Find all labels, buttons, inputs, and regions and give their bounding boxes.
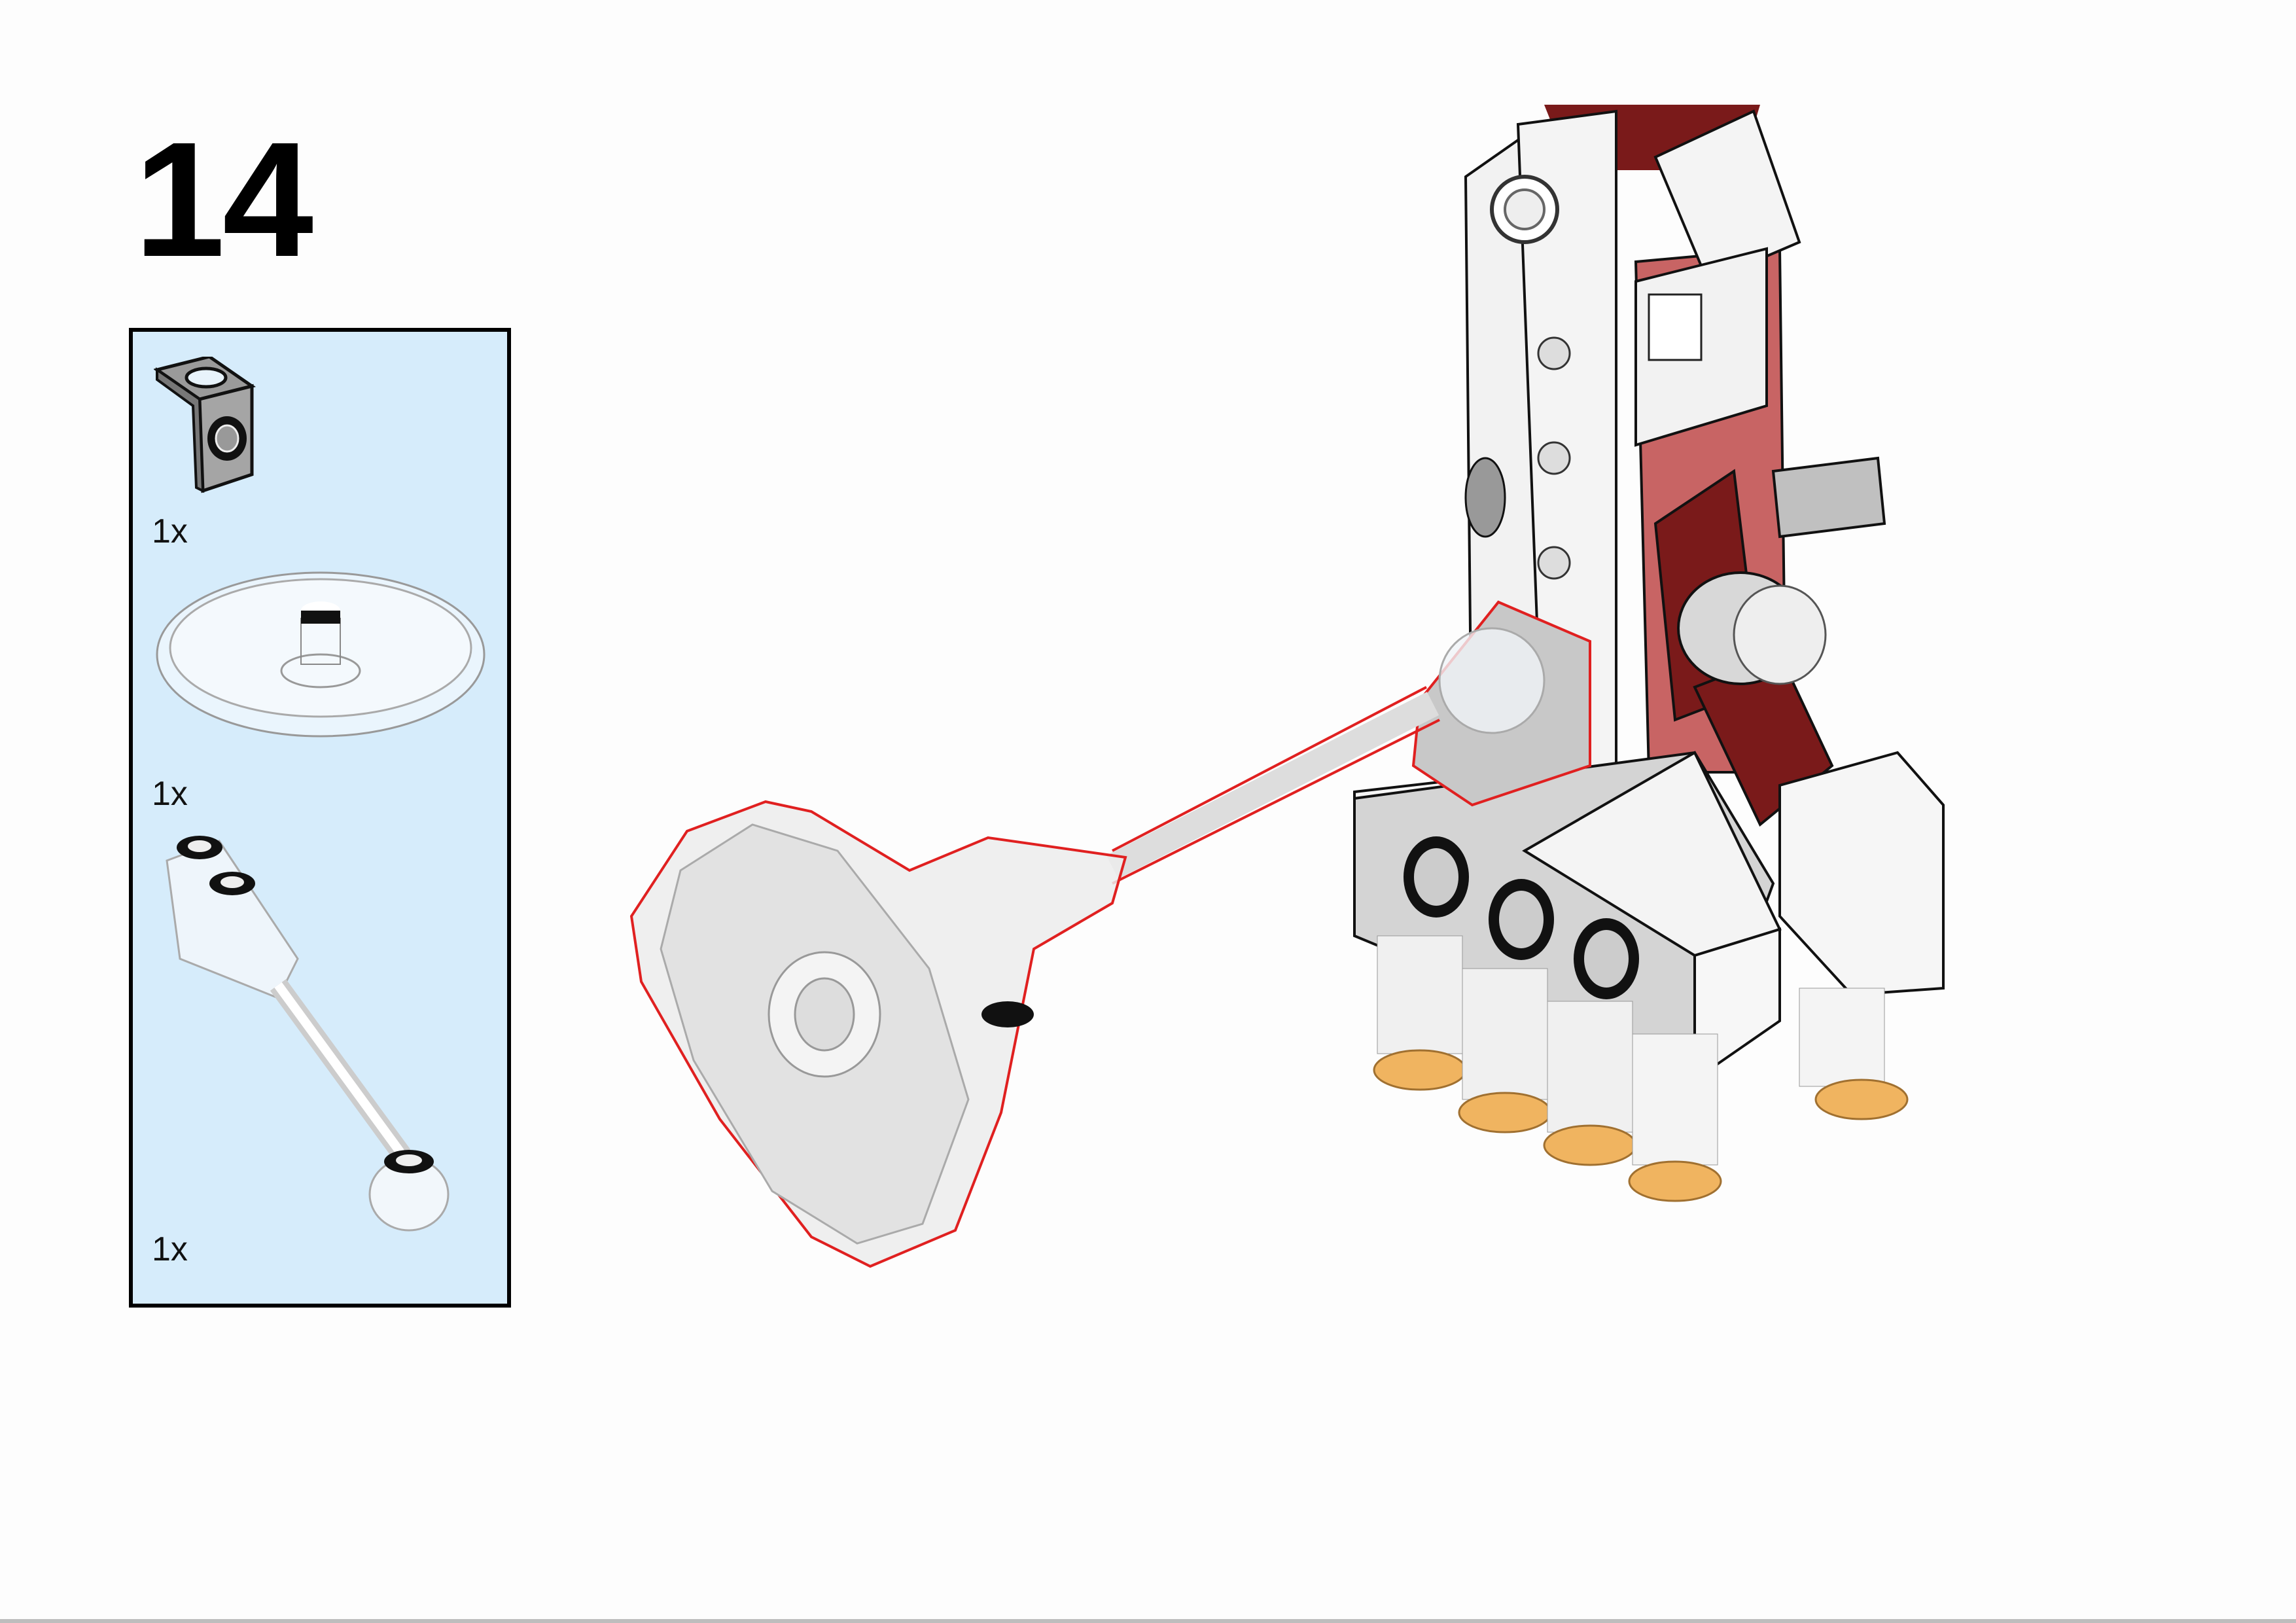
parts-list-panel: 1x 1x 1x bbox=[129, 328, 511, 1308]
bracket-part-icon bbox=[154, 357, 256, 493]
model-body bbox=[1353, 105, 1945, 1082]
page-edge bbox=[0, 1619, 2296, 1623]
engine-nozzles bbox=[1373, 935, 1909, 1202]
part-quantity: 1x bbox=[152, 1230, 188, 1268]
step-number: 14 bbox=[134, 108, 313, 291]
dish-part-icon bbox=[156, 571, 486, 738]
bar-part-icon bbox=[166, 836, 450, 1232]
part-quantity: 1x bbox=[152, 775, 188, 813]
new-parts-highlight bbox=[629, 600, 1591, 1268]
part-quantity: 1x bbox=[152, 512, 188, 550]
